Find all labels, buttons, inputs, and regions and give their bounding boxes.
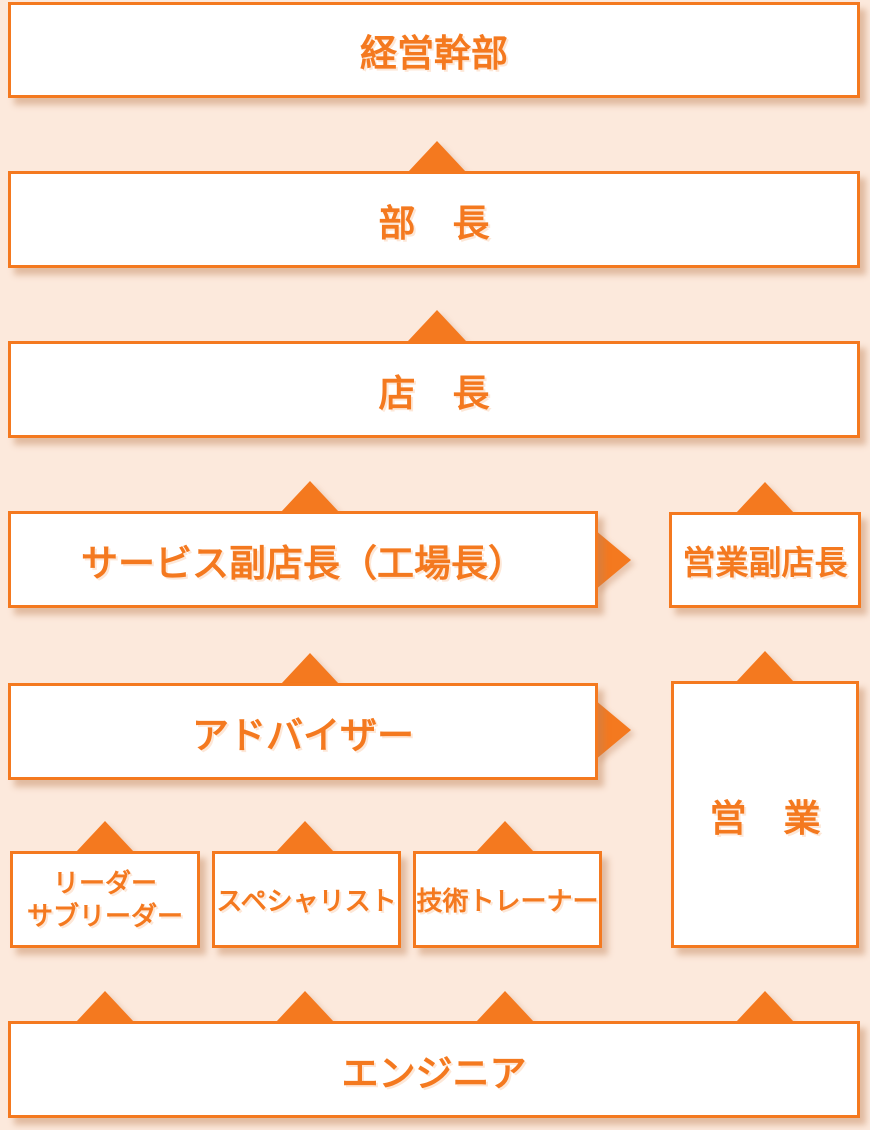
arrow-up-icon — [476, 991, 534, 1022]
box-department-manager: 部 長 — [8, 171, 860, 268]
box-engineer: エンジニア — [8, 1021, 860, 1118]
box-advisor: アドバイザー — [8, 683, 598, 780]
arrow-up-icon — [736, 651, 794, 682]
box-tech-trainer-label: 技術トレーナー — [416, 886, 599, 916]
box-service-vice-manager: サービス副店長（工場長） — [8, 511, 598, 608]
box-advisor-label: アドバイザー — [192, 714, 414, 756]
box-leader-label-line2: サブリーダー — [26, 900, 183, 931]
box-engineer-label: エンジニア — [341, 1052, 527, 1094]
arrow-up-icon — [276, 821, 334, 852]
box-sales-vice-manager: 営業副店長 — [669, 512, 861, 608]
arrow-right-icon — [595, 700, 631, 760]
arrow-up-icon — [736, 482, 794, 513]
box-store-manager-label: 店 長 — [378, 372, 490, 414]
box-service-vice-manager-label: サービス副店長（工場長） — [81, 542, 525, 584]
box-sales: 営 業 — [671, 681, 859, 948]
arrow-up-icon — [281, 481, 339, 512]
arrow-up-icon — [408, 310, 466, 341]
box-specialist: スペシャリスト — [212, 851, 401, 948]
box-leader-label-line1: リーダー — [52, 868, 157, 898]
arrow-up-icon — [281, 653, 339, 684]
box-store-manager: 店 長 — [8, 341, 860, 438]
arrow-up-icon — [408, 141, 466, 172]
box-leader-subleader: リーダー サブリーダー — [10, 851, 200, 948]
box-executive: 経営幹部 — [8, 2, 860, 98]
arrow-up-icon — [76, 821, 134, 852]
box-specialist-label: スペシャリスト — [216, 886, 397, 916]
arrow-right-icon — [595, 530, 631, 590]
box-department-manager-label: 部 長 — [378, 202, 490, 244]
arrow-up-icon — [276, 991, 334, 1022]
box-sales-label: 営 業 — [709, 797, 821, 839]
arrow-up-icon — [76, 991, 134, 1022]
box-tech-trainer: 技術トレーナー — [413, 851, 602, 948]
box-sales-vice-manager-label: 営業副店長 — [682, 544, 848, 581]
arrow-up-icon — [476, 821, 534, 852]
arrow-up-icon — [736, 991, 794, 1022]
box-executive-label: 経営幹部 — [360, 33, 508, 74]
